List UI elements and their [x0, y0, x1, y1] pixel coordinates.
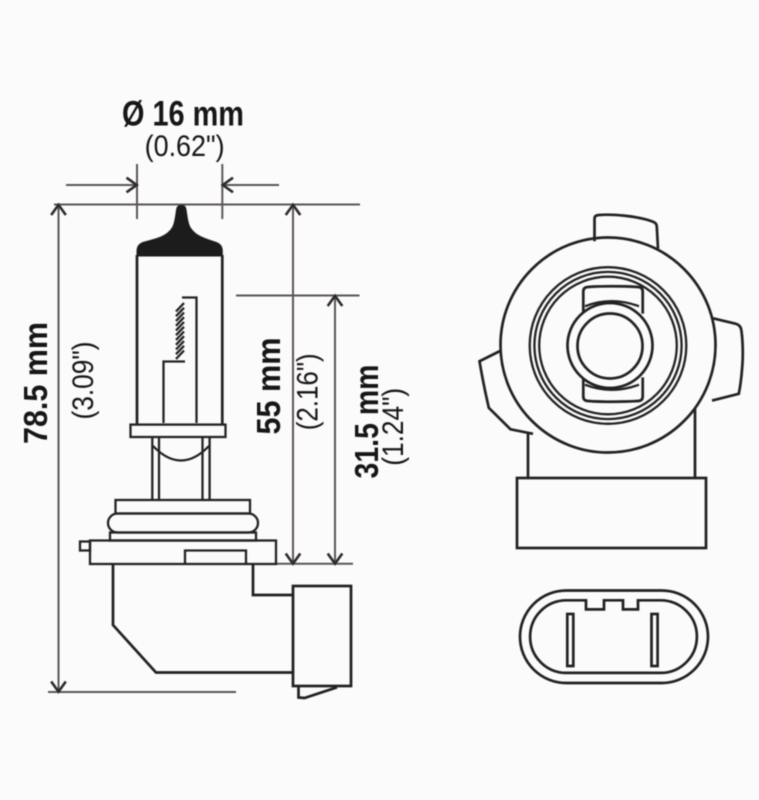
svg-text:(2.16"): (2.16") — [292, 353, 325, 430]
svg-text:(3.09"): (3.09") — [67, 342, 100, 420]
svg-text:Ø 16 mm: Ø 16 mm — [122, 95, 244, 134]
svg-text:(1.24"): (1.24") — [377, 388, 410, 466]
svg-text:31.5 mm: 31.5 mm — [348, 365, 385, 479]
svg-text:78.5 mm: 78.5 mm — [17, 322, 54, 444]
svg-text:(0.62"): (0.62") — [145, 130, 225, 163]
svg-text:55 mm: 55 mm — [250, 338, 287, 435]
